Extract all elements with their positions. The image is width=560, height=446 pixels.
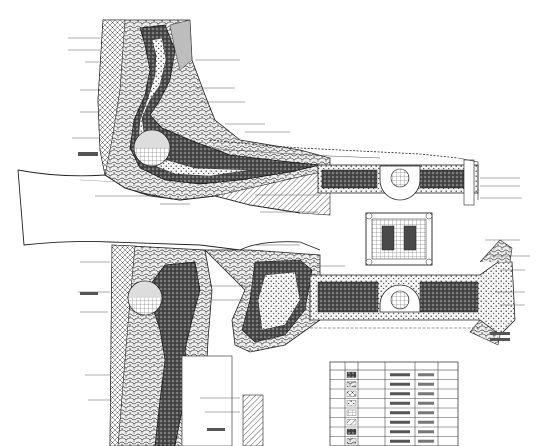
legend-swatch bbox=[346, 409, 357, 416]
legend-sample-bar bbox=[390, 439, 410, 443]
upper-plan bbox=[97, 19, 459, 216]
legend-sample-bar bbox=[390, 392, 410, 396]
legend-sample-bar bbox=[390, 430, 410, 434]
legend-swatch bbox=[346, 400, 357, 407]
legend-swatch bbox=[346, 419, 357, 426]
upper-boardwalk bbox=[209, 139, 459, 159]
lower-middle-plan bbox=[204, 249, 321, 353]
legend-sample-bar bbox=[390, 411, 410, 415]
legend-swatch bbox=[346, 428, 357, 435]
legend-row bbox=[330, 409, 458, 418]
legend-sample-bar bbox=[418, 401, 434, 405]
legend-swatch bbox=[346, 438, 357, 445]
legend-row bbox=[330, 381, 458, 390]
legend-row bbox=[330, 419, 458, 428]
legend-sample-bar bbox=[390, 382, 410, 386]
upper-plaza bbox=[317, 157, 479, 206]
upper-dark-pool bbox=[129, 24, 321, 185]
legend-sample-bar bbox=[418, 411, 434, 415]
legend-swatch bbox=[346, 371, 357, 378]
legend-row bbox=[330, 438, 458, 446]
legend-sample-bar bbox=[418, 420, 434, 424]
callouts bbox=[68, 37, 530, 413]
legend-sample-bar bbox=[390, 420, 410, 424]
legend-row bbox=[330, 390, 458, 399]
legend-swatch bbox=[346, 390, 357, 397]
legend-sample-bar bbox=[390, 373, 410, 377]
funnel-road bbox=[17, 169, 321, 251]
legend-swatch bbox=[346, 381, 357, 388]
legend-sample-bar bbox=[390, 401, 410, 405]
label-tags bbox=[78, 152, 510, 431]
legend-sample-bar bbox=[418, 373, 434, 377]
legend-row bbox=[330, 371, 458, 380]
lower-plaza bbox=[309, 239, 516, 346]
legend-row bbox=[330, 428, 458, 437]
legend-sample-bar bbox=[418, 430, 434, 434]
legend-table bbox=[329, 361, 459, 446]
legend-sample-bar bbox=[418, 382, 434, 386]
lower-dark-pool bbox=[149, 261, 201, 446]
legend-sample-bar bbox=[418, 439, 434, 443]
lower-left-plan bbox=[109, 244, 264, 446]
pavilion-detail bbox=[365, 212, 433, 266]
upper-left-strip bbox=[97, 19, 126, 176]
legend-sample-bar bbox=[418, 392, 434, 396]
legend-row bbox=[330, 400, 458, 409]
